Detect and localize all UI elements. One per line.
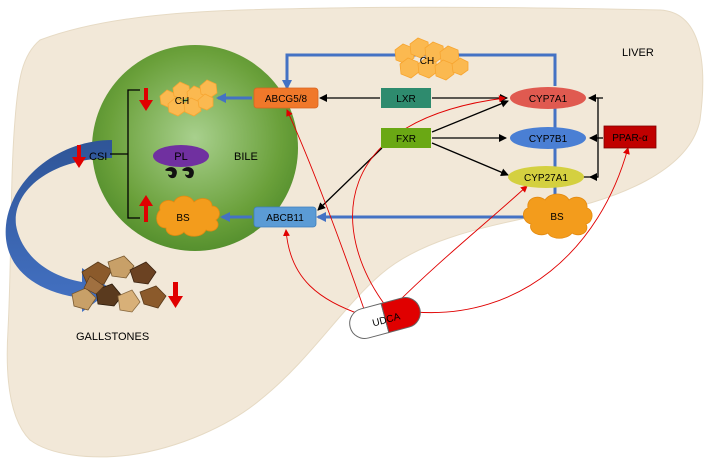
abcg58-label: ABCG5/8 xyxy=(265,94,308,105)
gallstones-label: GALLSTONES xyxy=(76,331,149,343)
pl-ellipse xyxy=(153,145,209,167)
udca-arrow-to-ppar xyxy=(414,147,630,314)
csi-down-arrow xyxy=(72,145,86,168)
ch-bile-label: CH xyxy=(175,96,189,107)
bs-right-label: BS xyxy=(550,212,564,223)
cyp7b1-ellipse xyxy=(510,127,586,149)
gallstones-icon xyxy=(71,255,167,313)
ch-cluster-bile xyxy=(159,79,218,117)
bile-ch-down-arrow xyxy=(139,88,153,111)
phospholipid-shapes-icon xyxy=(165,167,194,179)
pl-label: PL xyxy=(174,151,187,163)
bs-cloud-right xyxy=(523,193,593,239)
udca-arrow-to-cyp27a1 xyxy=(394,185,528,306)
bs-cloud-bile xyxy=(156,195,220,237)
udca-capsule xyxy=(349,297,421,339)
lxr-label: LXR xyxy=(396,94,415,105)
csi-label: CSI xyxy=(89,151,107,163)
bs-bile-label: BS xyxy=(176,213,190,224)
ppar-label: PPAR-α xyxy=(612,133,648,144)
abcb11-box xyxy=(253,206,317,228)
lxr-box xyxy=(381,88,431,108)
cyp7b1-label: CYP7B1 xyxy=(529,134,568,145)
bile-label: BILE xyxy=(234,151,258,163)
liver-label: LIVER xyxy=(622,47,654,59)
ch-cluster-top xyxy=(394,37,469,81)
udca-arrow-to-abcg xyxy=(286,109,366,313)
udca-arrow-to-cyp7a1 xyxy=(352,95,506,306)
arrow-fxr-to-cyp7a1 xyxy=(431,99,509,133)
abcg58-box xyxy=(253,87,319,109)
ch-top-label: CH xyxy=(420,56,434,67)
curved-arrow-to-gallstones xyxy=(5,140,112,312)
ppar-box xyxy=(603,125,657,149)
arrow-fxr-to-cyp27a1 xyxy=(431,142,509,176)
cyp27a1-ellipse xyxy=(508,166,584,188)
udca-arrow-to-abcb11 xyxy=(282,229,363,316)
gallstones-down-arrow xyxy=(168,282,183,308)
fxr-box xyxy=(381,128,431,148)
cyp27a1-label: CYP27A1 xyxy=(524,173,568,184)
fxr-label: FXR xyxy=(396,134,416,145)
bile-bs-up-arrow xyxy=(139,195,153,222)
bile-bracket xyxy=(110,89,140,219)
cyp7a1-ellipse xyxy=(510,87,586,109)
abcb11-label: ABCB11 xyxy=(266,213,304,224)
liver-shape xyxy=(6,6,704,458)
cyp7a1-label: CYP7A1 xyxy=(529,94,568,105)
